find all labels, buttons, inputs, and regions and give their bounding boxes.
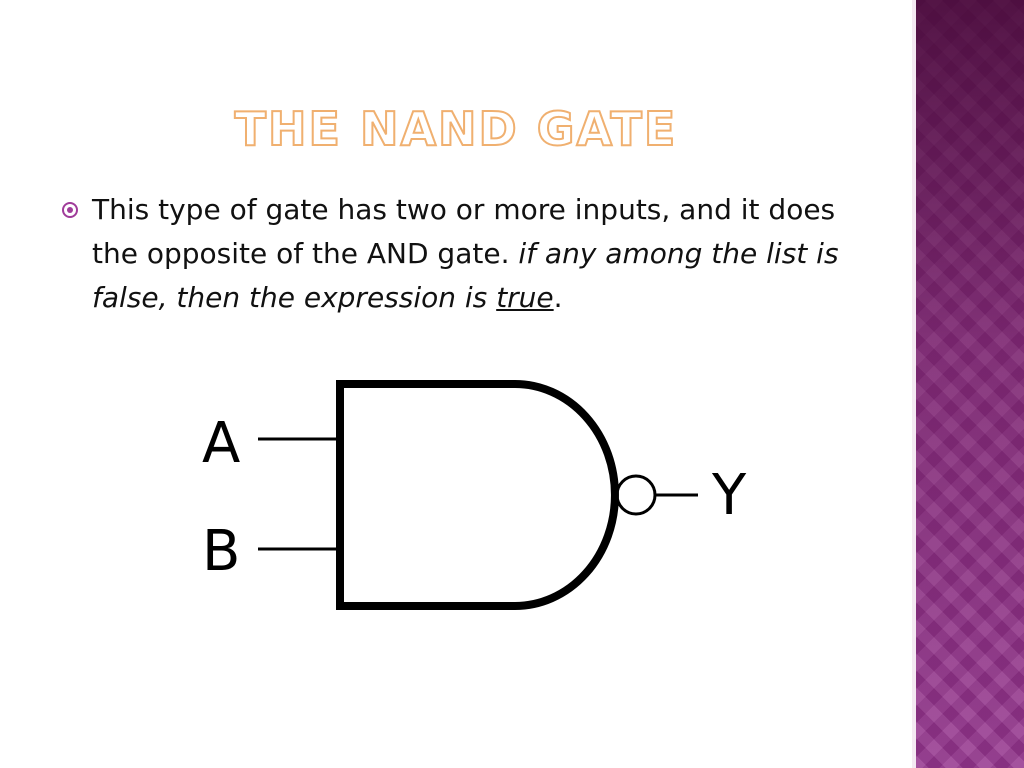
bullet-text-plain: This type of gate has two or more inputs…: [92, 193, 836, 270]
input-b-label: B: [202, 519, 240, 584]
slide-title: THE NAND GATE: [234, 101, 678, 157]
nand-gate-diagram: A B Y: [202, 380, 747, 610]
output-y-label: Y: [711, 463, 747, 528]
bullet-circle-icon: [62, 202, 78, 218]
input-a-label: A: [202, 411, 240, 476]
bullet-text-underlined: true: [496, 281, 554, 314]
bullet-text: This type of gate has two or more inputs…: [92, 188, 862, 320]
inversion-bubble: [615, 474, 657, 516]
bullet-text-italic: if any among the list is false, then the…: [92, 237, 839, 314]
bullet-text-end: .: [553, 281, 563, 314]
bullet-item: This type of gate has two or more inputs…: [62, 188, 862, 320]
gate-body: [336, 380, 619, 610]
decorative-side-band: [912, 0, 1024, 768]
